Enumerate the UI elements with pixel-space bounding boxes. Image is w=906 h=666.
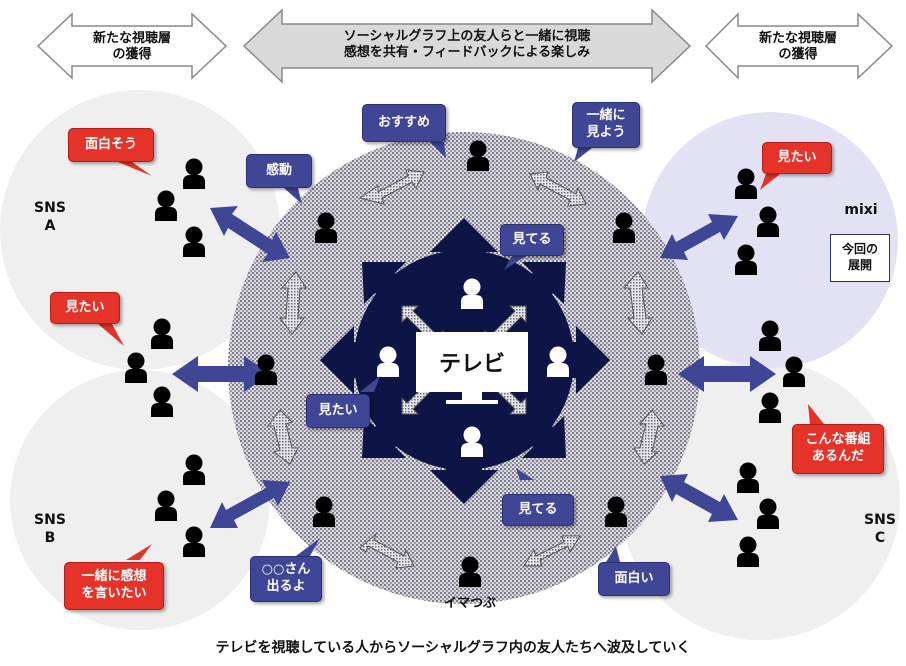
sns-a-line-2: A [44, 217, 56, 234]
top-left-arrow [36, 12, 228, 80]
bubble-san-deruyo-line-2: 出るよ [266, 579, 306, 594]
sns-c-line-1: SNS [864, 512, 896, 528]
caption: テレビを視聴している人からソーシャルグラフ内の友人たちへ波及していく [215, 640, 691, 656]
sns-a-line-1: SNS [34, 200, 66, 216]
top-center-line-1: ソーシャルグラフ上の友人らと一緒に視聴 [343, 29, 591, 44]
top-center-line-2: 感想を共有・フィードバックによる楽しみ [343, 45, 591, 61]
bubble-mitai-left: 見たい [50, 292, 120, 324]
top-right-arrow-text: 新たな視聴層 の獲得 [738, 31, 858, 64]
bubble-miteru-bottom: 見てる [502, 494, 574, 526]
top-center-arrow-text: ソーシャルグラフ上の友人らと一緒に視聴 感想を共有・フィードバックによる楽しみ [282, 29, 652, 62]
bubble-tails [98, 142, 824, 562]
bubble-issho-miyou-line-2: 見よう [586, 125, 626, 140]
mixi-label: mixi [844, 202, 878, 218]
bubble-konna-bangumi-line-1: こんな番組 [805, 432, 871, 448]
bubble-issho-kansou-line-2: を言いたい [81, 586, 147, 601]
bubble-kandou: 感動 [246, 154, 312, 188]
sns-c-label: SNS C [860, 512, 900, 547]
mixi-note-line-1: 今回の [841, 242, 878, 257]
bubble-miteru-top: 見てる [500, 224, 564, 256]
bubble-konna-bangumi: こんな番組あるんだ [792, 424, 884, 474]
bubble-issho-kansou-line-1: 一緒に感想 [81, 569, 147, 585]
top-left-arrow-text: 新たな視聴層 の獲得 [72, 31, 192, 64]
bubble-omoshiroi: 面白い [598, 562, 670, 596]
bubble-mitai-right: 見たい [762, 142, 832, 174]
bubble-issho-miyou-line-1: 一緒に [586, 108, 626, 124]
sns-b-line-1: SNS [34, 512, 66, 528]
sns-c-line-2: C [874, 529, 886, 546]
mixi-note-box: 今回の 展開 [830, 234, 890, 282]
bubble-mitai-center: 見たい [306, 394, 370, 428]
bubble-issho-kansou: 一緒に感想を言いたい [64, 562, 164, 610]
community-label: イマつぶ [443, 596, 496, 611]
bubble-san-deruyo: ○○さん出るよ [250, 556, 322, 602]
sns-b-label: SNS B [30, 512, 70, 547]
top-right-line-1: 新たな視聴層 [758, 31, 837, 46]
bubble-san-deruyo-line-1: ○○さん [261, 562, 311, 578]
bubble-osusume: おすすめ [362, 104, 446, 142]
mixi-note-line-2: 展開 [847, 258, 872, 272]
sns-a-label: SNS A [30, 200, 70, 235]
mixi-circle [642, 112, 898, 368]
top-right-arrow [704, 12, 894, 80]
ring-arrows [267, 169, 665, 569]
top-right-line-2: の獲得 [778, 47, 818, 63]
bubble-omoshirosou: 面白そう [68, 128, 154, 162]
tv-label: テレビ [438, 352, 505, 377]
top-left-line-1: 新たな視聴層 [92, 31, 171, 46]
sns-b-line-2: B [44, 529, 56, 546]
tv-icon [416, 332, 528, 404]
top-left-line-2: の獲得 [112, 47, 152, 63]
blue-arrows [172, 206, 776, 528]
bubble-issho-miyou: 一緒に見よう [572, 102, 640, 148]
bubble-konna-bangumi-line-2: あるんだ [811, 449, 864, 464]
top-center-arrow [242, 8, 692, 84]
